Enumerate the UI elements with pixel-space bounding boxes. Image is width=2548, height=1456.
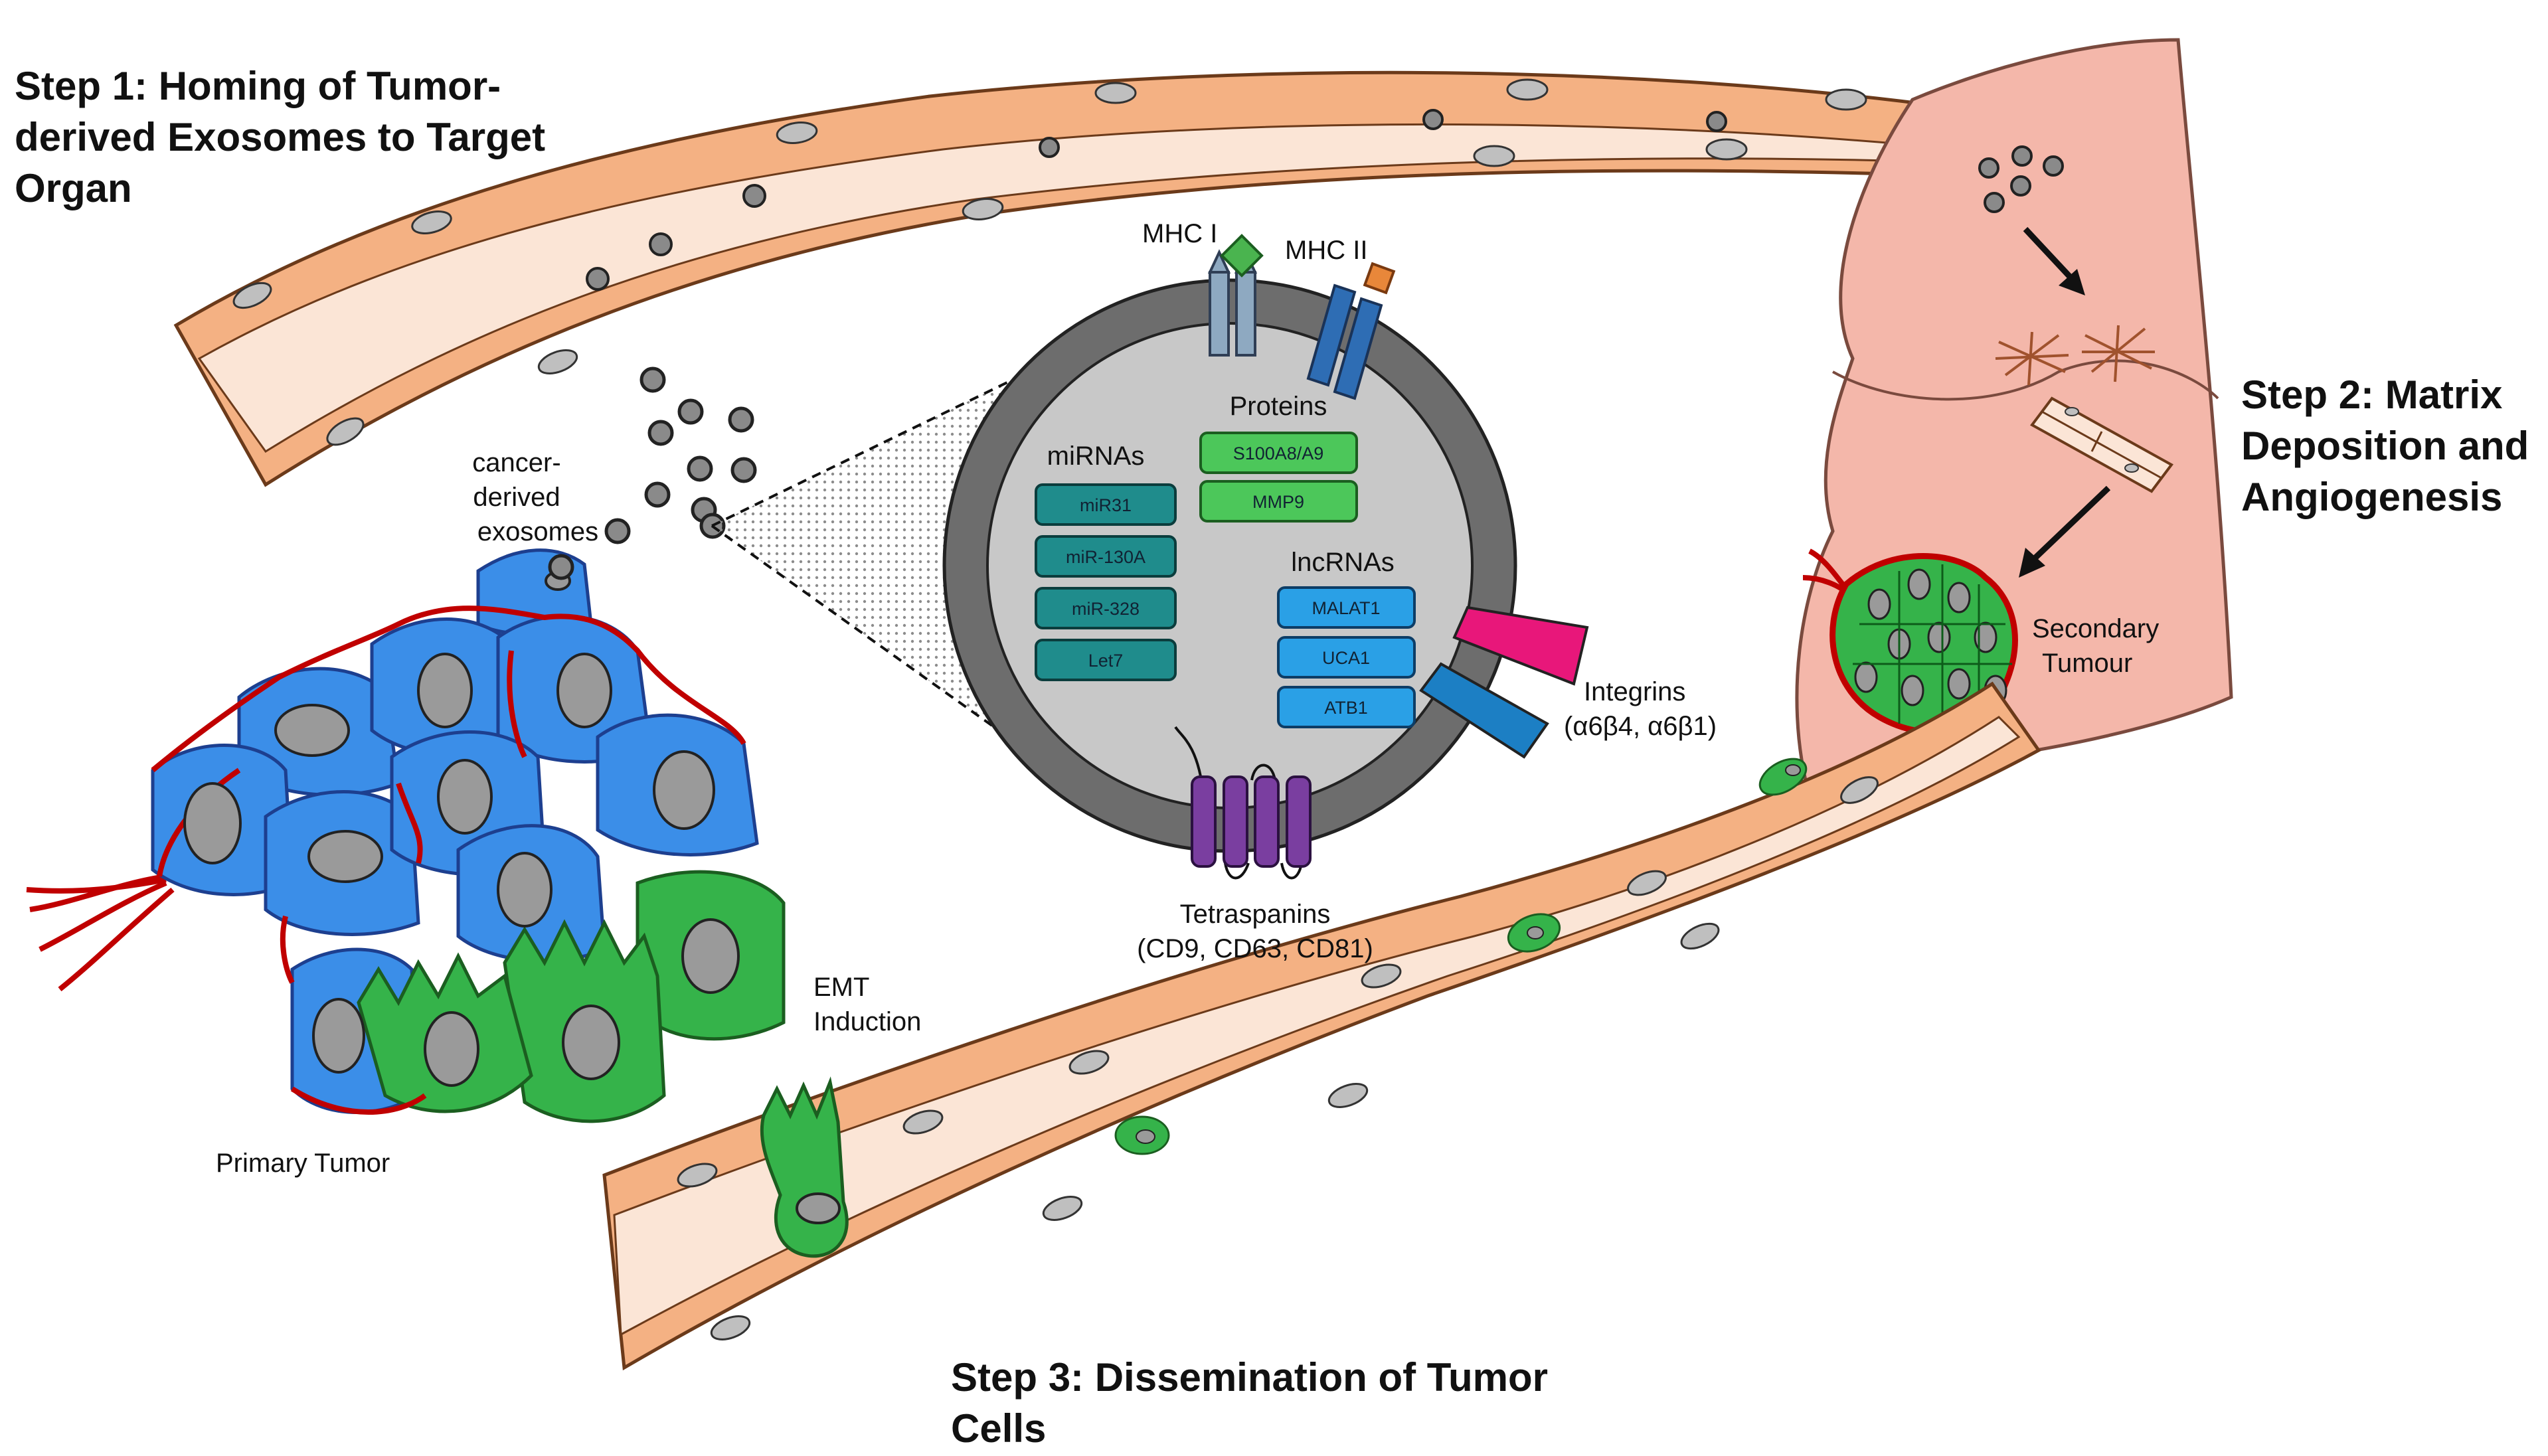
svg-text:cancer-: cancer- bbox=[472, 448, 560, 477]
mhc1-receptor bbox=[1207, 234, 1264, 357]
lncrna-item: MALAT1 bbox=[1312, 598, 1380, 618]
tumor-vessels bbox=[26, 874, 175, 992]
protein-item: MMP9 bbox=[1252, 492, 1304, 512]
step1-line3: Organ bbox=[15, 166, 132, 210]
step3-line1: Step 3: Dissemination of Tumor bbox=[951, 1355, 1548, 1400]
primary-tumor bbox=[26, 548, 786, 1123]
matrix-fibers bbox=[1995, 325, 2155, 386]
mirna-item: miR-130A bbox=[1066, 547, 1146, 567]
exosome-cluster bbox=[1978, 145, 2064, 213]
emt-label: EMT Induction bbox=[813, 973, 921, 1036]
emt-cell bbox=[760, 1076, 849, 1258]
step2-line1: Step 2: Matrix bbox=[2241, 372, 2502, 417]
lncrnas-title: lncRNAs bbox=[1291, 548, 1395, 577]
lower-blood-vessel bbox=[602, 681, 2041, 1371]
proteins-title: Proteins bbox=[1230, 392, 1327, 421]
primary-tumor-label: Primary Tumor bbox=[216, 1149, 390, 1178]
tetraspanins-label: Tetraspanins (CD9, CD63, CD81) bbox=[1137, 900, 1373, 963]
step3-line2: Cells bbox=[951, 1406, 1046, 1451]
svg-text:Tetraspanins: Tetraspanins bbox=[1180, 900, 1331, 929]
step2-line2: Deposition and bbox=[2241, 424, 2529, 468]
secondary-tumour bbox=[1802, 548, 2018, 736]
svg-text:exosomes: exosomes bbox=[477, 517, 598, 546]
mirna-list: miRNAs miR31 miR-130A miR-328 Let7 bbox=[1035, 442, 1177, 681]
svg-text:Integrins: Integrins bbox=[1584, 677, 1685, 706]
lncrna-item: ATB1 bbox=[1324, 698, 1368, 718]
svg-text:(α6β4, α6β1): (α6β4, α6β1) bbox=[1564, 712, 1717, 741]
circulating-tumor-cells bbox=[1114, 758, 1808, 1155]
svg-text:EMT: EMT bbox=[813, 973, 869, 1002]
step1-line2: derived Exosomes to Target bbox=[15, 115, 545, 159]
svg-text:Induction: Induction bbox=[813, 1007, 921, 1036]
exosome-detail: miRNAs miR31 miR-130A miR-328 Let7 Prote… bbox=[942, 234, 1589, 880]
cancer-exosomes-label: cancer- derived exosomes bbox=[472, 448, 598, 546]
zoom-projection bbox=[711, 367, 1037, 758]
svg-text:Tumour: Tumour bbox=[2042, 649, 2132, 678]
secondary-tumour-label: Secondary Tumour bbox=[2032, 614, 2159, 678]
mirnas-title: miRNAs bbox=[1047, 442, 1145, 471]
new-vessel-segment bbox=[2030, 396, 2173, 493]
step1-line1: Step 1: Homing of Tumor- bbox=[15, 64, 501, 108]
lncrna-list: lncRNAs MALAT1 UCA1 ATB1 bbox=[1277, 548, 1416, 728]
protein-list: Proteins S100A8/A9 MMP9 bbox=[1199, 392, 1358, 523]
integrins-label: Integrins (α6β4, α6β1) bbox=[1564, 677, 1717, 741]
step2-heading: Step 2: Matrix Deposition and Angiogenes… bbox=[2241, 372, 2529, 519]
mirna-item: miR31 bbox=[1080, 495, 1132, 515]
cancer-derived-exosomes bbox=[548, 366, 757, 580]
mirna-item: Let7 bbox=[1088, 651, 1124, 671]
svg-text:derived: derived bbox=[473, 483, 560, 512]
step1-heading: Step 1: Homing of Tumor- derived Exosome… bbox=[15, 64, 545, 210]
mirna-item: miR-328 bbox=[1072, 599, 1140, 619]
svg-text:(CD9, CD63, CD81): (CD9, CD63, CD81) bbox=[1137, 934, 1373, 963]
tetraspanin bbox=[1174, 726, 1312, 880]
lncrna-item: UCA1 bbox=[1322, 648, 1370, 668]
svg-text:Secondary: Secondary bbox=[2032, 614, 2159, 643]
integrin-receptors bbox=[1419, 606, 1589, 759]
arrow-2 bbox=[2019, 485, 2111, 578]
protein-item: S100A8/A9 bbox=[1233, 444, 1324, 463]
step3-heading: Step 3: Dissemination of Tumor Cells bbox=[951, 1355, 1548, 1451]
mhc2-receptor bbox=[1306, 262, 1396, 400]
arrow-1 bbox=[2023, 226, 2085, 295]
step2-line3: Angiogenesis bbox=[2241, 475, 2502, 519]
mhc2-label: MHC II bbox=[1285, 236, 1367, 265]
mhc1-label: MHC I bbox=[1142, 219, 1217, 248]
